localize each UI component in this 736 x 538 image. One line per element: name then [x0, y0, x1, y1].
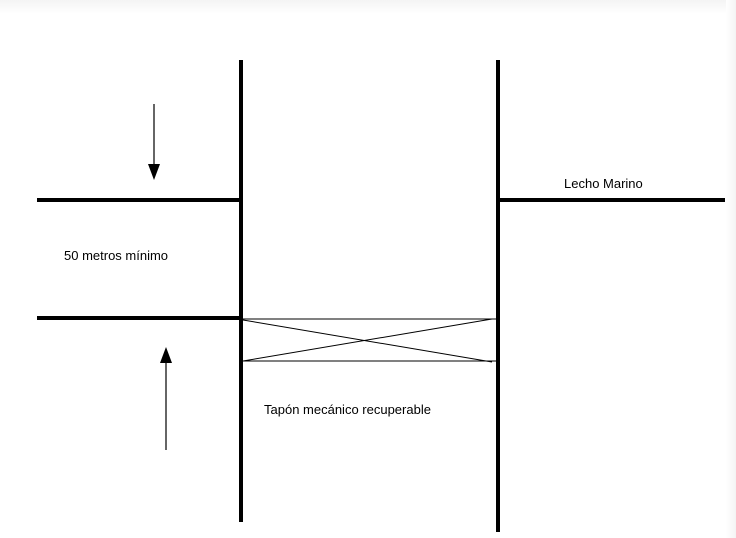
min-distance-label: 50 metros mínimo — [64, 248, 169, 263]
plug-label: Tapón mecánico recuperable — [264, 402, 431, 417]
down-arrow-icon — [148, 104, 160, 180]
page-edge-shadow-right — [726, 0, 736, 538]
plug-cross-2 — [242, 318, 493, 362]
seabed-label: Lecho Marino — [564, 176, 643, 191]
up-arrow-icon — [160, 347, 172, 450]
plug-cross-1 — [242, 319, 493, 363]
page-edge-shadow-top — [0, 0, 736, 14]
